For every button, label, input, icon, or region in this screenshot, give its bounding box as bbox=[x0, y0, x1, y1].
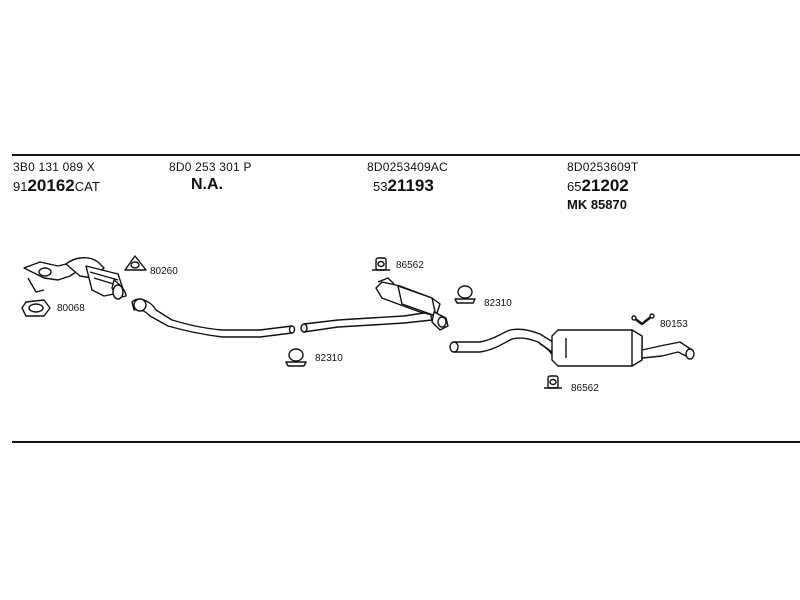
part-label-86562: 86562 bbox=[571, 383, 599, 394]
gasket-80068-icon bbox=[21, 299, 51, 317]
part-code: 9120162CAT bbox=[13, 176, 100, 195]
bottom-divider bbox=[12, 441, 800, 443]
group-front-pipe: 8D0 253 301 P N.A. bbox=[169, 160, 252, 194]
top-divider bbox=[12, 154, 800, 156]
oem-number: 8D0 253 301 P bbox=[169, 160, 252, 174]
group-catalyst: 3B0 131 089 X 9120162CAT bbox=[13, 160, 100, 196]
gasket-80260-icon bbox=[124, 255, 147, 271]
not-available-label: N.A. bbox=[191, 176, 223, 193]
bracket-80153-icon bbox=[631, 313, 655, 326]
part-label-82310: 82310 bbox=[484, 298, 512, 309]
rubber-hanger-86562-icon bbox=[372, 257, 390, 271]
part-label-80068: 80068 bbox=[57, 303, 85, 314]
part-code: 6521202 bbox=[567, 176, 629, 195]
group-rear-silencer: 8D0253609T 6521202 MK 85870 bbox=[567, 160, 638, 212]
rear-pipe-drawing bbox=[449, 328, 557, 361]
part-label-86562: 86562 bbox=[396, 260, 424, 271]
rubber-hanger-86562-icon bbox=[544, 375, 562, 389]
front-pipe-drawing bbox=[131, 298, 296, 338]
clamp-82310-icon bbox=[285, 348, 307, 367]
oem-number: 3B0 131 089 X bbox=[13, 160, 96, 174]
oem-number: 8D0253609T bbox=[567, 160, 639, 174]
part-label-80153: 80153 bbox=[660, 319, 688, 330]
clamp-82310-icon bbox=[454, 285, 476, 304]
part-code: 5321193 bbox=[373, 176, 434, 195]
rear-silencer-drawing bbox=[551, 329, 695, 367]
oem-number: 8D0253409AC bbox=[367, 160, 448, 174]
group-middle-silencer: 8D0253409AC 5321193 bbox=[367, 160, 448, 196]
middle-silencer-drawing bbox=[375, 277, 449, 331]
mounting-kit-number: MK 85870 bbox=[567, 197, 627, 212]
part-label-80260: 80260 bbox=[150, 266, 178, 277]
part-label-82310: 82310 bbox=[315, 353, 343, 364]
middle-pipe-drawing bbox=[300, 311, 433, 333]
catalytic-converter-drawing bbox=[23, 257, 127, 300]
